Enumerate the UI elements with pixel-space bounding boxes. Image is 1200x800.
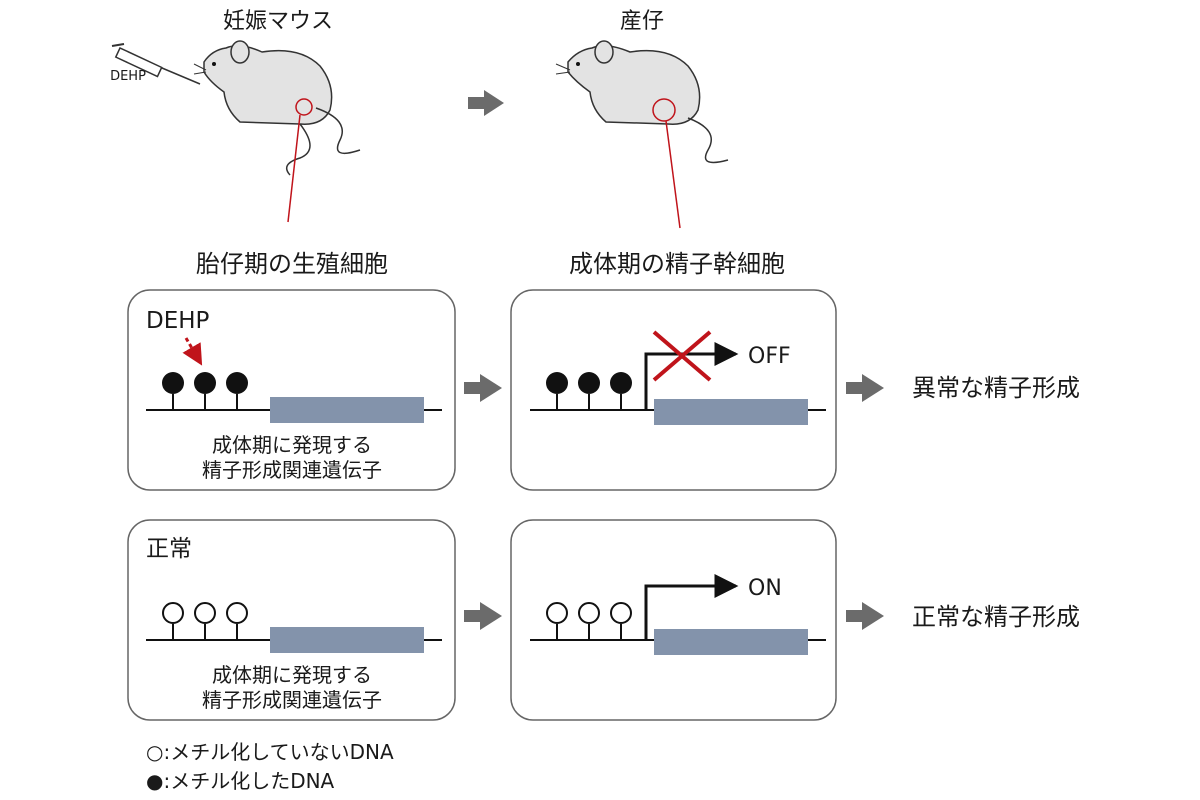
dehp-fetal-gene-box	[270, 397, 424, 423]
dehp-panel-title: DEHP	[146, 308, 210, 334]
offspring-mouse-highlight-circle	[652, 98, 676, 122]
dehp-row-arrow-1	[464, 374, 502, 402]
normal-adult-gene-box	[654, 629, 808, 655]
normal-gene-caption-line1: 成体期に発現する	[212, 663, 372, 687]
normal-gene-caption-line2: 精子形成関連遺伝子	[202, 688, 382, 712]
normal-panel-title: 正常	[146, 536, 192, 562]
normal-row-arrow-1	[464, 602, 502, 630]
syringe-icon	[111, 43, 201, 85]
blocked-x-icon	[652, 330, 712, 382]
dehp-adult-methylated-sites	[546, 372, 632, 410]
normal-outcome-label: 正常な精子形成	[912, 603, 1080, 631]
dehp-outcome-label: 異常な精子形成	[912, 374, 1080, 402]
dehp-adult-gene-box	[654, 399, 808, 425]
pregnant-mouse-highlight-circle	[295, 98, 313, 116]
top-transition-arrow	[468, 90, 504, 116]
dehp-fetal-panel: DEHP 成体期に発現する 精子形成関連遺伝子	[127, 289, 456, 491]
normal-transcription-state: ON	[748, 576, 782, 601]
normal-adult-unmethylated-sites	[546, 602, 632, 640]
dehp-methylation-arrow	[182, 337, 203, 366]
dehp-gene-caption-line1: 成体期に発現する	[212, 433, 372, 457]
pregnant-mouse-label: 妊娠マウス	[223, 9, 333, 34]
offspring-mouse-callout-line	[665, 120, 681, 229]
dehp-transcription-arrow	[644, 342, 739, 410]
dehp-fetal-methylated-sites	[162, 372, 248, 410]
pregnant-mouse-illustration	[193, 40, 361, 176]
offspring-label: 産仔	[620, 9, 664, 34]
normal-transcription-arrow	[644, 574, 739, 640]
pregnant-mouse-callout-line	[287, 114, 301, 223]
adult-stem-cell-label: 成体期の精子幹細胞	[569, 250, 785, 278]
normal-fetal-panel: 正常 成体期に発現する 精子形成関連遺伝子	[127, 519, 456, 721]
normal-fetal-unmethylated-sites	[162, 602, 248, 640]
offspring-mouse-illustration	[555, 40, 729, 164]
dehp-gene-caption-line2: 精子形成関連遺伝子	[202, 458, 382, 482]
legend-unmethylated: ○:メチル化していないDNA	[146, 740, 394, 764]
normal-fetal-gene-box	[270, 627, 424, 653]
dehp-adult-panel: OFF	[510, 289, 837, 491]
dehp-transcription-state: OFF	[748, 344, 791, 369]
legend-methylated: ●:メチル化したDNA	[146, 769, 335, 793]
syringe-dehp-label: DEHP	[110, 69, 146, 84]
normal-adult-panel: ON	[510, 519, 837, 721]
normal-row-arrow-2	[846, 602, 884, 630]
dehp-row-arrow-2	[846, 374, 884, 402]
fetal-germ-cell-label: 胎仔期の生殖細胞	[196, 250, 388, 278]
